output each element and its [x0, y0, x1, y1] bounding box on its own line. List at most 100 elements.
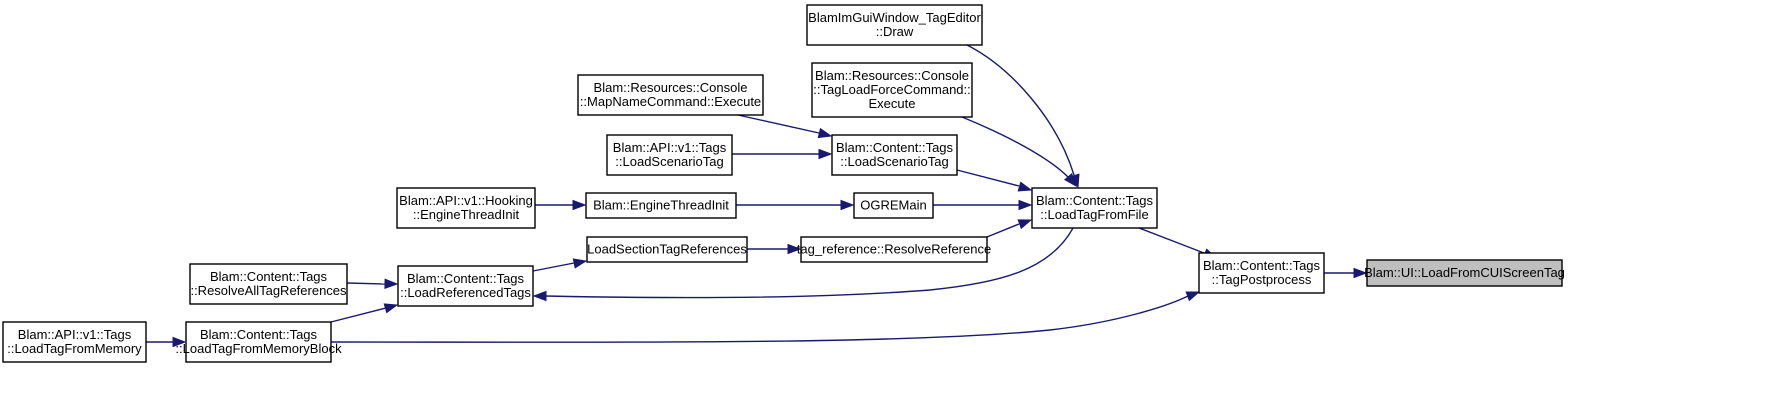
node-label-line: Blam::UI::LoadFromCUIScreenTag: [1364, 265, 1565, 280]
node-label-line: Blam::Content::Tags: [210, 269, 328, 284]
node-ratr[interactable]: Blam::Content::Tags::ResolveAllTagRefere…: [189, 263, 348, 305]
node-label-line: Blam::EngineThreadInit: [593, 198, 729, 213]
edge-line: [330, 295, 1189, 343]
node-box: [585, 192, 737, 219]
arrow-head-icon: [383, 303, 399, 314]
node-ogre[interactable]: OGREMain: [853, 192, 934, 219]
arrow-head-icon: [1018, 199, 1033, 211]
node-label-line: Blam::Content::Tags: [1203, 258, 1321, 273]
edge-ratr-to-lrt: [346, 278, 399, 289]
arrow-head-icon: [787, 243, 802, 255]
edge-eti-to-ogre: [736, 199, 855, 211]
arrow-head-icon: [1353, 267, 1368, 279]
edge-imgui-to-loadfile: [966, 44, 1080, 189]
edge-tagref-to-loadfile: [986, 219, 1033, 238]
node-label-line: ::LoadTagFromFile: [1040, 207, 1148, 222]
node-label-line: Blam::API::v1::Tags: [613, 140, 727, 155]
arrow-head-icon: [818, 148, 833, 160]
node-ltfmb[interactable]: Blam::Content::Tags::LoadTagFromMemoryBl…: [175, 321, 342, 363]
edge-line: [737, 114, 820, 134]
node-label-line: Execute: [869, 96, 916, 111]
nodes-layer: Blam::UI::LoadFromCUIScreenTagBlam::Cont…: [2, 4, 1565, 363]
node-eti[interactable]: Blam::EngineThreadInit: [585, 192, 737, 219]
node-box: [2, 321, 147, 363]
node-label-line: ::MapNameCommand::Execute: [580, 94, 761, 109]
edge-ltfmb-to-lrt: [330, 303, 399, 323]
edge-line: [986, 223, 1020, 238]
node-box: [831, 134, 958, 176]
node-label-line: ::LoadReferencedTags: [400, 285, 531, 300]
edge-apils-to-ctls: [732, 148, 833, 160]
arrow-head-icon: [1185, 291, 1201, 302]
arrow-head-icon: [840, 199, 855, 211]
node-target[interactable]: Blam::UI::LoadFromCUIScreenTag: [1364, 259, 1565, 287]
node-loadfile[interactable]: Blam::Content::Tags::LoadTagFromFile: [1031, 187, 1158, 229]
edge-line: [330, 307, 387, 323]
node-mapname[interactable]: Blam::Resources::Console::MapNameCommand…: [577, 74, 764, 116]
node-label-line: Blam::Content::Tags: [836, 140, 954, 155]
edge-line: [346, 282, 386, 285]
arrow-head-icon: [1017, 219, 1033, 230]
node-box: [586, 236, 748, 263]
node-label-line: ::LoadTagFromMemory: [7, 341, 142, 356]
node-tlfc[interactable]: Blam::Resources::Console::TagLoadForceCo…: [811, 62, 973, 118]
node-lrt[interactable]: Blam::Content::Tags::LoadReferencedTags: [397, 265, 534, 307]
node-box: [1198, 252, 1325, 294]
node-label-line: Blam::Content::Tags: [1036, 193, 1154, 208]
node-box: [185, 321, 332, 363]
node-box: [800, 236, 988, 263]
node-apiltfm[interactable]: Blam::API::v1::Tags::LoadTagFromMemory: [2, 321, 147, 363]
node-imgui[interactable]: BlamImGuiWindow_TagEditor::Draw: [806, 4, 983, 46]
edge-ogre-to-loadfile: [933, 199, 1033, 211]
node-box: [811, 62, 973, 118]
node-label-line: ::Draw: [876, 24, 914, 39]
node-postproc[interactable]: Blam::Content::Tags::TagPostprocess: [1198, 252, 1325, 294]
node-box: [853, 192, 934, 219]
edge-line: [532, 262, 575, 272]
node-label-line: Blam::Content::Tags: [407, 271, 525, 286]
node-apils[interactable]: Blam::API::v1::Tags::LoadScenarioTag: [606, 134, 733, 176]
node-label-line: tag_reference::ResolveReference: [797, 242, 991, 257]
edge-tlfc-to-loadfile: [961, 116, 1077, 188]
node-box: [397, 265, 534, 307]
node-lstr[interactable]: LoadSectionTagReferences: [586, 236, 748, 263]
node-box: [1031, 187, 1158, 229]
edge-line: [1138, 227, 1205, 254]
node-tagref[interactable]: tag_reference::ResolveReference: [797, 236, 991, 263]
arrow-head-icon: [172, 336, 187, 348]
edge-line: [956, 169, 1020, 187]
node-box: [396, 187, 536, 229]
edge-lrt-to-lstr: [532, 258, 588, 272]
arrow-head-icon: [1017, 181, 1033, 192]
arrow-head-icon: [1063, 173, 1077, 188]
node-label-line: ::TagPostprocess: [1212, 272, 1312, 287]
node-box: [577, 74, 764, 116]
node-label-line: ::ResolveAllTagReferences: [190, 283, 347, 298]
edge-loadfile-to-lrt: [532, 227, 1074, 302]
arrow-head-icon: [572, 199, 587, 211]
edge-mapname-to-ctls: [737, 114, 833, 139]
node-label-line: Blam::Resources::Console: [594, 80, 748, 95]
edge-line: [966, 44, 1075, 176]
edge-postproc-to-target: [1324, 267, 1368, 279]
node-ctls[interactable]: Blam::Content::Tags::LoadScenarioTag: [831, 134, 958, 176]
node-box: [1366, 259, 1563, 287]
node-label-line: ::TagLoadForceCommand::: [813, 82, 971, 97]
arrow-head-icon: [532, 290, 547, 302]
arrow-head-icon: [384, 278, 399, 289]
arrow-head-icon: [817, 127, 833, 139]
node-label-line: LoadSectionTagReferences: [587, 242, 747, 257]
node-label-line: OGREMain: [860, 198, 926, 213]
edge-ltfmb-to-postproc: [330, 291, 1201, 343]
node-apieti[interactable]: Blam::API::v1::Hooking::EngineThreadInit: [396, 187, 536, 229]
arrow-head-icon: [572, 258, 588, 269]
edge-line: [961, 116, 1069, 178]
edge-lstr-to-tagref: [747, 243, 802, 255]
node-label-line: ::LoadScenarioTag: [840, 154, 948, 169]
node-label-line: ::EngineThreadInit: [413, 207, 520, 222]
node-box: [606, 134, 733, 176]
node-box: [806, 4, 983, 46]
node-label-line: Blam::API::v1::Tags: [18, 327, 132, 342]
node-label-line: Blam::API::v1::Hooking: [399, 193, 533, 208]
